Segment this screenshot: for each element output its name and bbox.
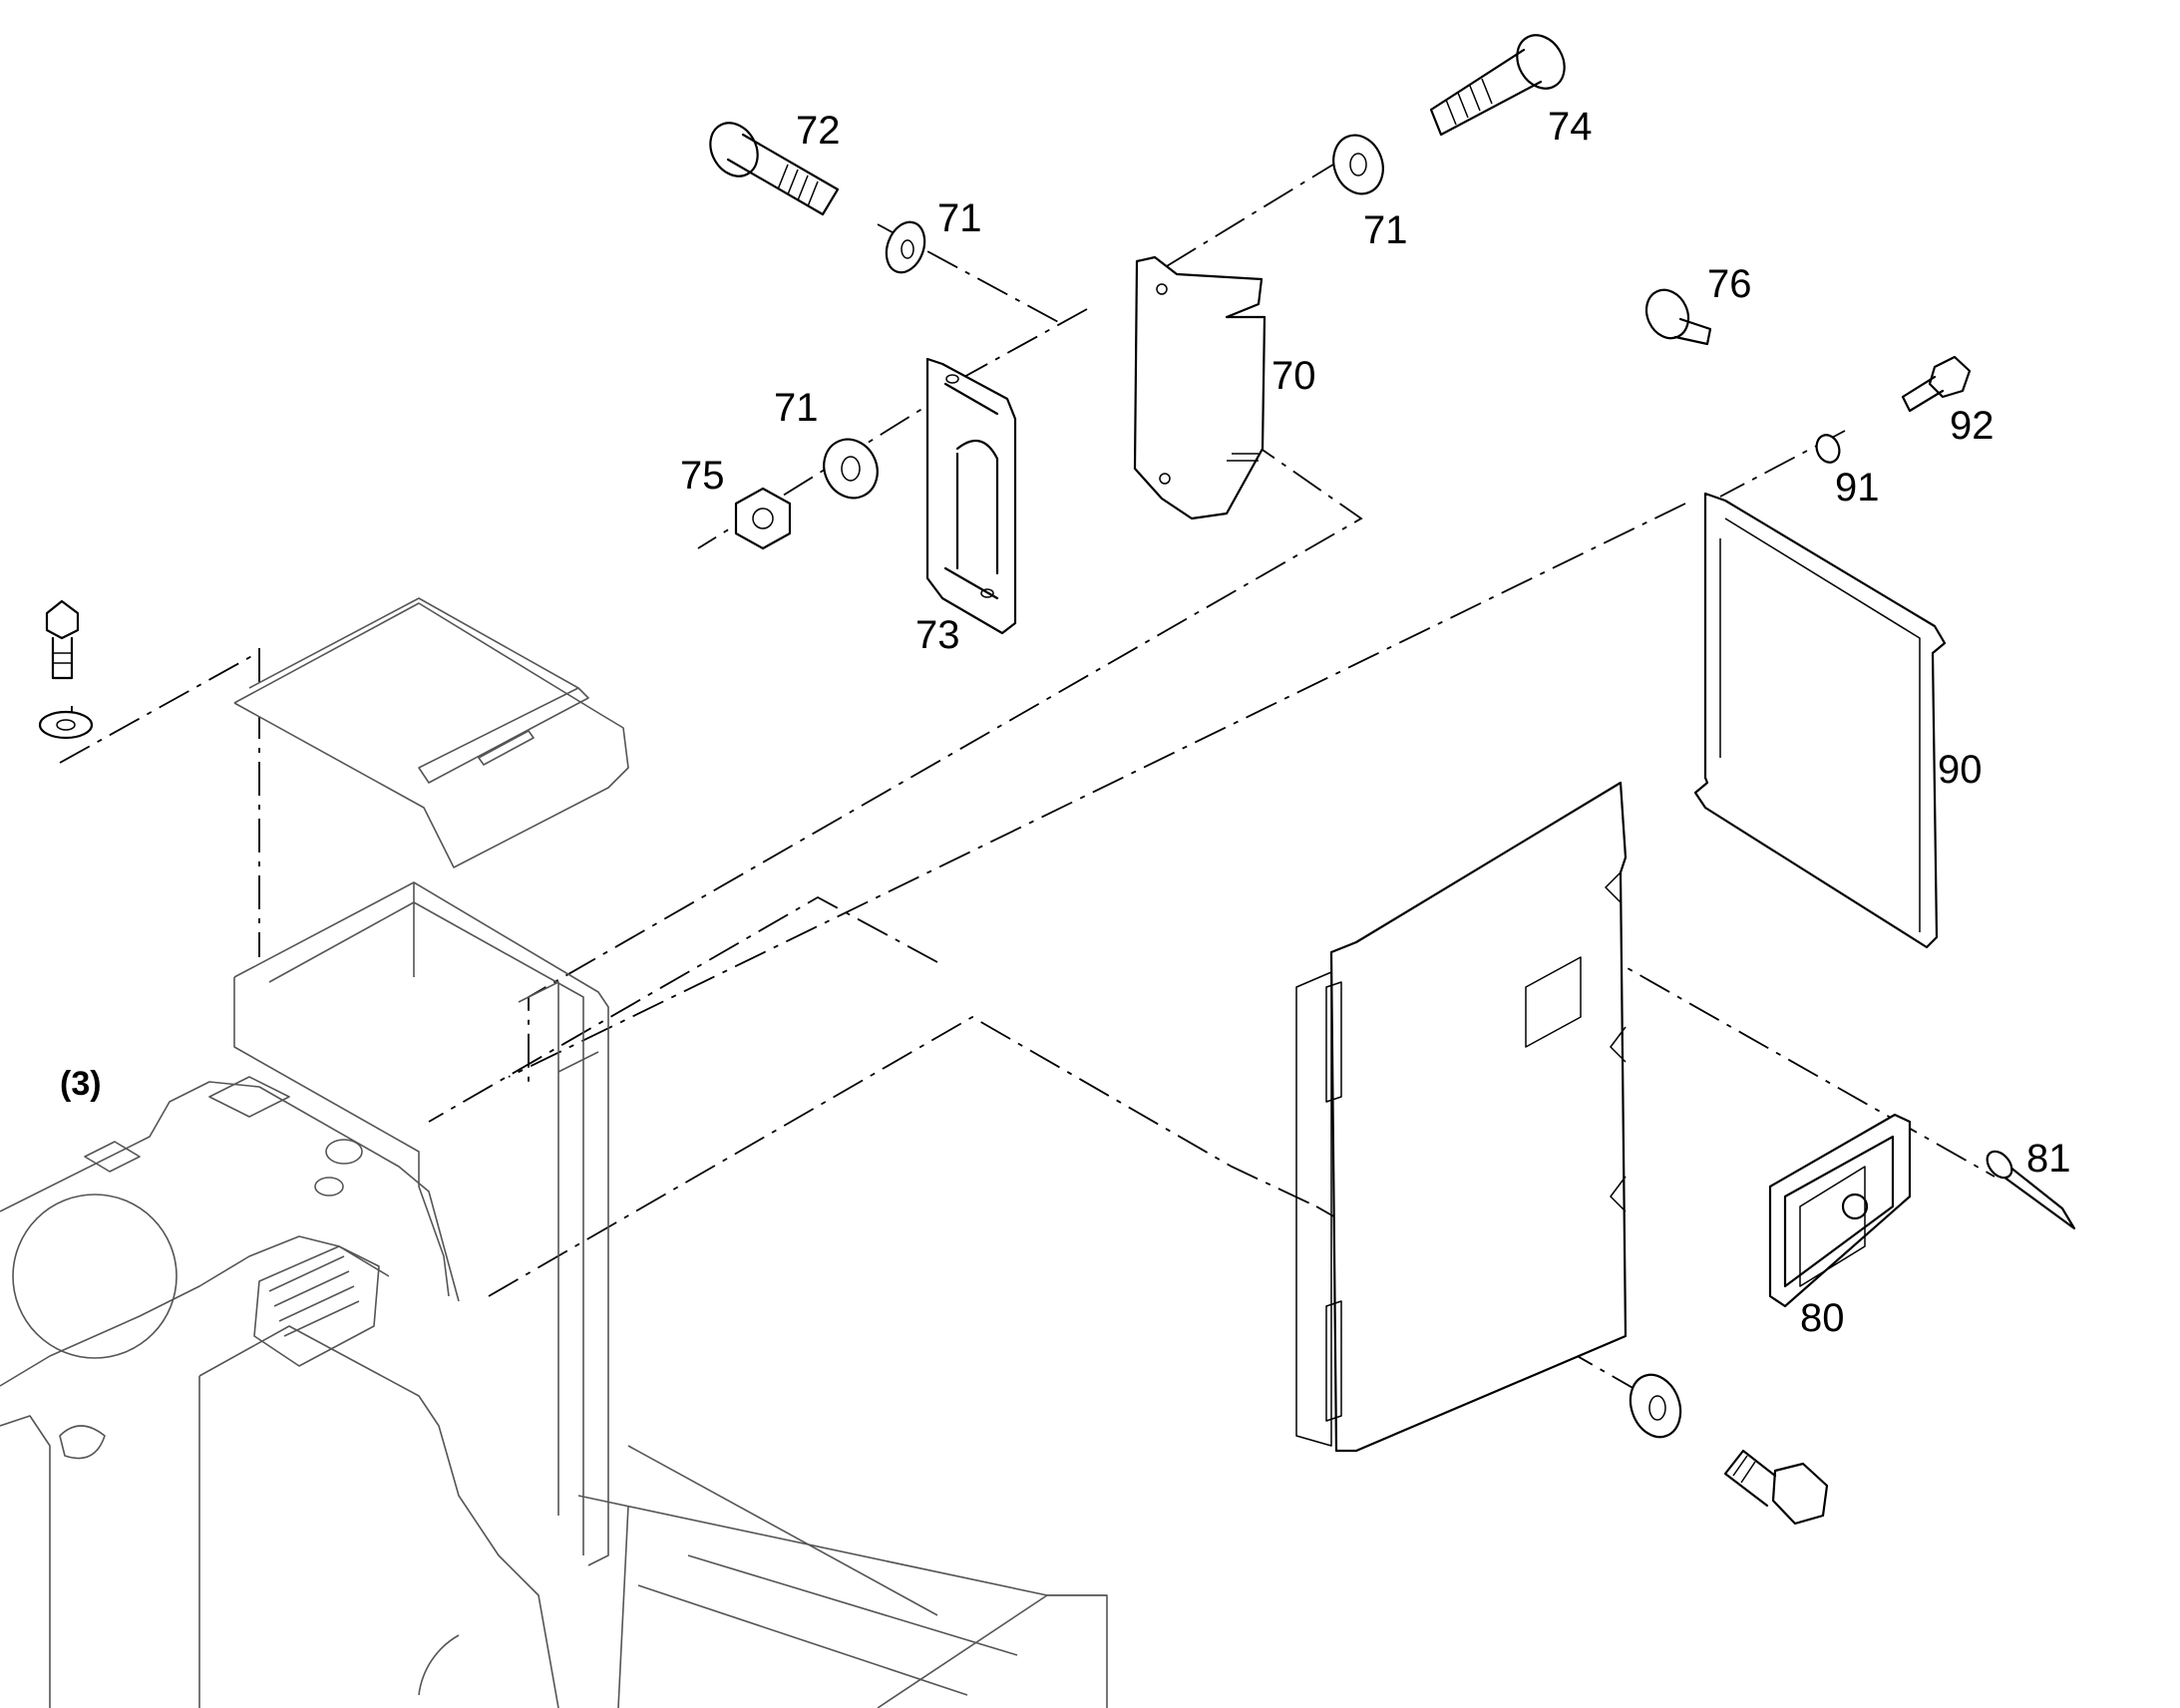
- latch-80: [1768, 1113, 1912, 1308]
- door-panel: [1295, 781, 1628, 1453]
- callout-labels: 72 71 74 71 76 70 71 75 73 92 91 90 81 8…: [60, 105, 2071, 1340]
- reference-label-3: (3): [60, 1065, 102, 1103]
- washer-bottom-right: [1629, 1373, 1682, 1439]
- washer-71-middle: [823, 438, 879, 500]
- callout-70: 70: [1272, 354, 1316, 398]
- frame-assembly: [0, 881, 1108, 1708]
- callout-71-top-right: 71: [1363, 208, 1408, 252]
- washer-91: [1815, 434, 1841, 464]
- callout-72: 72: [796, 109, 841, 153]
- bolt-bottom-right: [1723, 1449, 1829, 1526]
- callout-92: 92: [1950, 404, 1995, 448]
- callout-71-top-left: 71: [937, 196, 982, 240]
- bolt-72: [709, 122, 840, 216]
- bolt-74: [1429, 34, 1566, 137]
- bolt-left-top: [45, 599, 80, 680]
- callout-71-middle: 71: [774, 386, 819, 430]
- bolt-92: [1901, 355, 1972, 413]
- gasket-90: [1693, 492, 1947, 949]
- leader-lines: [59, 159, 1996, 1402]
- washer-71-top-right: [1332, 134, 1384, 195]
- callout-80: 80: [1800, 1296, 1845, 1340]
- callout-81: 81: [2026, 1137, 2071, 1181]
- nut-75: [734, 487, 792, 550]
- cap-76: [1644, 288, 1712, 346]
- bracket-70: [1133, 255, 1267, 520]
- handle-73: [925, 357, 1017, 635]
- washer-71-top-left: [885, 220, 926, 274]
- callout-90: 90: [1938, 748, 1983, 792]
- top-cover-panel: [233, 597, 629, 868]
- callout-74: 74: [1548, 105, 1593, 149]
- screw-81: [1986, 1150, 2076, 1230]
- washer-left-top: [38, 710, 94, 740]
- callout-91: 91: [1835, 466, 1880, 510]
- callout-73: 73: [915, 613, 960, 657]
- callout-76: 76: [1707, 262, 1752, 306]
- callout-75: 75: [680, 454, 725, 498]
